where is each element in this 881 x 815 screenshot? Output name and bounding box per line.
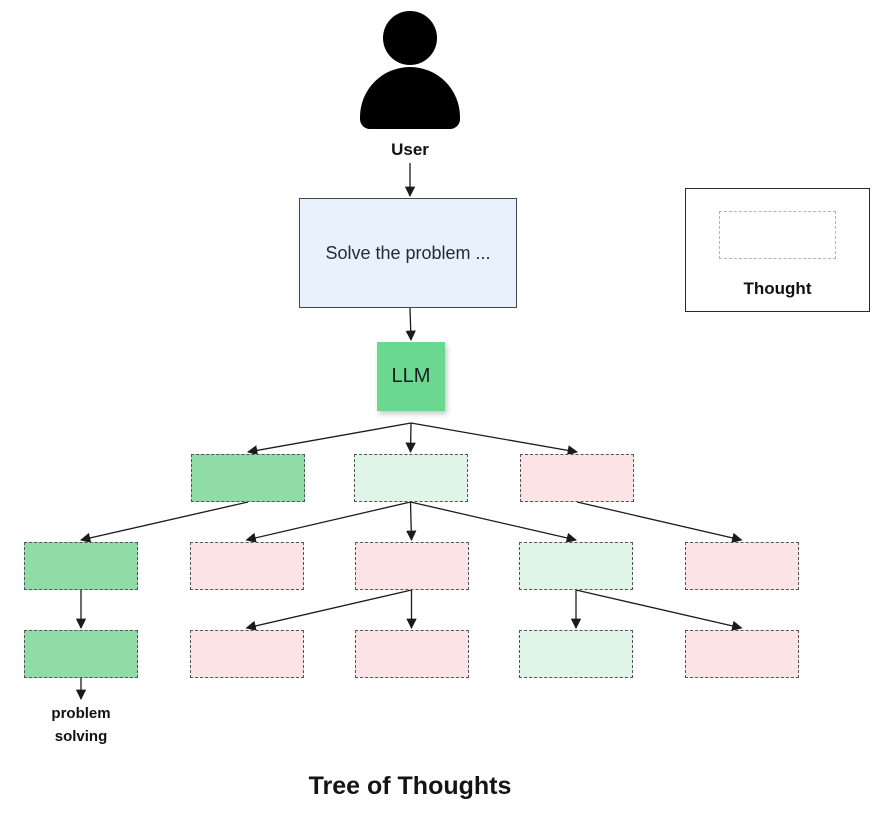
arrow-llm-to-n0_1 xyxy=(405,422,416,454)
thought-node-L3-4 xyxy=(519,630,633,678)
legend-label: Thought xyxy=(743,279,812,298)
user-icon xyxy=(360,11,460,129)
arrow-n1_2-to-n2_1 xyxy=(245,589,412,631)
thought-node-L1-1 xyxy=(191,454,305,502)
user-icon-head xyxy=(383,11,437,65)
legend-box: Thought xyxy=(685,188,870,312)
thought-node-L3-3 xyxy=(354,630,469,678)
thought-node-L2-3 xyxy=(354,542,469,590)
outcome-label: problem solving xyxy=(51,705,111,745)
thought-node-L1-2 xyxy=(353,454,468,502)
thought-node-L2-5 xyxy=(684,542,799,590)
thought-node-L2-2 xyxy=(189,542,304,590)
llm-box: LLM xyxy=(377,342,445,411)
user-icon-body xyxy=(360,67,460,129)
arrow-llm-to-n0_2 xyxy=(410,422,579,456)
thought-node-L1-3 xyxy=(520,454,634,502)
thought-node-L3-2 xyxy=(189,630,304,678)
legend-thought-sample xyxy=(719,211,836,259)
diagram-title: Tree of Thoughts xyxy=(308,772,512,800)
thought-node-L2-1 xyxy=(24,542,138,590)
prompt-box: Solve the problem ... xyxy=(299,198,517,308)
llm-label: LLM xyxy=(391,365,431,387)
thought-node-L2-4 xyxy=(519,542,633,590)
arrow-n0_0-to-n1_0 xyxy=(79,501,249,543)
thought-node-L3-5 xyxy=(684,630,799,678)
arrow-n0_1-to-n1_1 xyxy=(245,501,411,543)
arrow-llm-to-n0_0 xyxy=(246,422,412,456)
thought-node-L3-1 xyxy=(24,630,138,678)
arrow-prompt-to-llm xyxy=(405,307,416,342)
prompt-text: Solve the problem ... xyxy=(325,242,491,263)
arrow-n0_1-to-n1_3 xyxy=(410,501,578,543)
arrow-n0_1-to-n1_2 xyxy=(406,501,417,542)
user-label: User xyxy=(391,140,429,159)
arrow-n1_3-to-n2_4 xyxy=(575,589,743,631)
arrow-n0_2-to-n1_4 xyxy=(576,501,743,543)
